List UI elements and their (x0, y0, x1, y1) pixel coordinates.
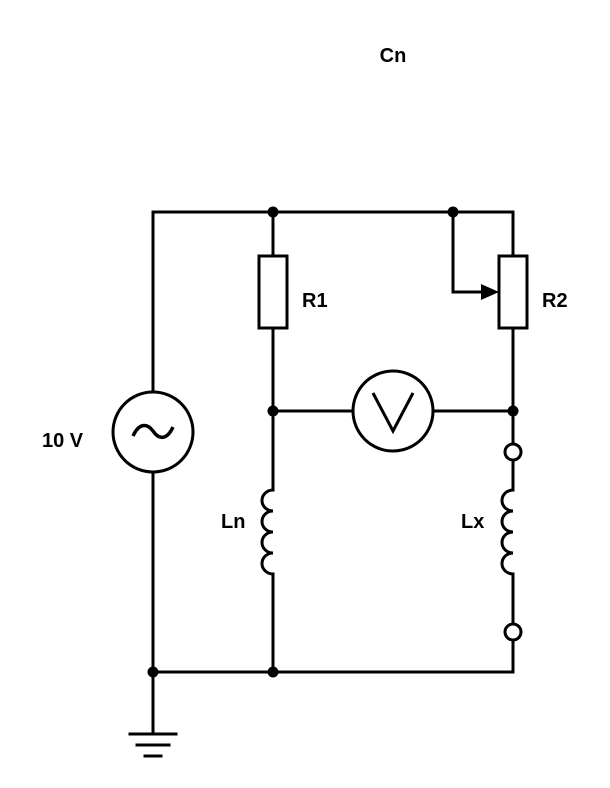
inductor-lx (500, 488, 514, 576)
resistor-r1 (257, 254, 289, 330)
resistor-r2 (497, 254, 529, 330)
voltmeter-v-icon (371, 392, 415, 435)
label-ln: Ln (221, 511, 245, 533)
junction-bottom-left (147, 666, 159, 678)
label-r1: R1 (302, 290, 328, 312)
wires (151, 210, 515, 735)
wiper-arrow-icon (481, 284, 499, 300)
junction-bottom-ln (267, 666, 279, 678)
ground-icon (128, 732, 178, 758)
junction-top-wiper (447, 206, 459, 218)
junction-top-r1 (267, 206, 279, 218)
inductor-ln (260, 488, 274, 576)
sine-wave-icon (131, 423, 175, 439)
terminal-top (503, 442, 523, 462)
junctions (147, 206, 519, 678)
label-source-voltage: 10 V (42, 430, 84, 452)
junction-bridge-right (507, 405, 519, 417)
label-lx: Lx (461, 511, 484, 533)
voltmeter (351, 369, 435, 453)
terminal-bottom (503, 622, 523, 642)
junction-bridge-left (267, 405, 279, 417)
wire-r2-wiper (451, 210, 485, 294)
label-cn: Cn (380, 45, 407, 67)
label-r2: R2 (542, 290, 568, 312)
